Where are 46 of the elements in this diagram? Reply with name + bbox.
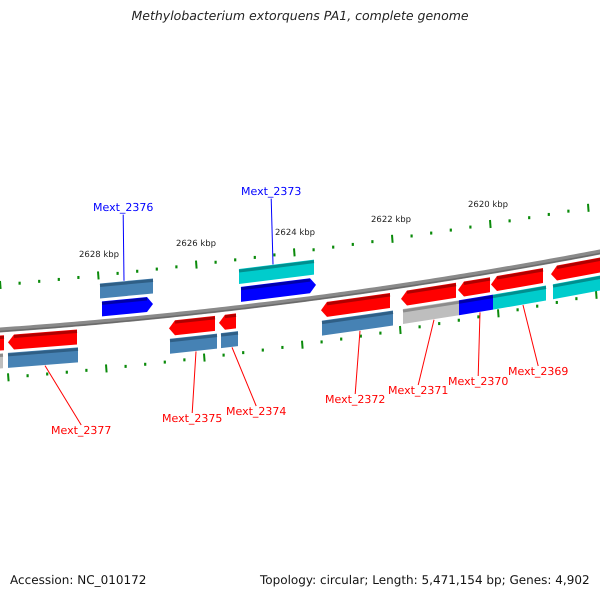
gene-label: Mext_2369 bbox=[508, 366, 568, 379]
gene-label: Mext_2372 bbox=[325, 394, 386, 407]
gene-feature-block bbox=[169, 316, 216, 336]
gene-feature-block bbox=[8, 330, 78, 350]
tick-label: 2626 kbp bbox=[176, 240, 216, 250]
gene-feature-block bbox=[491, 268, 544, 291]
tick-label: 2620 kbp bbox=[468, 201, 508, 211]
gene-feature-block bbox=[552, 273, 600, 300]
gene-feature-block bbox=[170, 334, 218, 354]
gene-label: Mext_2375 bbox=[162, 413, 222, 426]
gene-label: Mext_2377 bbox=[51, 425, 112, 438]
gene-feature-block bbox=[492, 285, 546, 310]
gene-feature-block bbox=[8, 347, 78, 368]
footer-text: Accession: NC_010172 bbox=[10, 574, 146, 588]
tick-label: 2622 kbp bbox=[371, 216, 412, 226]
leader-line bbox=[192, 350, 196, 414]
gene-label: Mext_2370 bbox=[448, 376, 508, 389]
tick-label: 2624 kbp bbox=[275, 229, 316, 239]
tick-label: 2628 kbp bbox=[79, 251, 120, 261]
gene-feature-block bbox=[220, 331, 238, 348]
gene-feature-block bbox=[240, 278, 316, 302]
gene-feature-block bbox=[458, 277, 490, 296]
footer-text: Topology: circular; Length: 5,471,154 bp; Genes: 4,902 bbox=[260, 574, 590, 588]
gene-label: Mext_2371 bbox=[388, 385, 448, 398]
gene-feature-block bbox=[102, 297, 153, 316]
gene-feature-block bbox=[551, 255, 600, 280]
leader-line bbox=[232, 346, 257, 406]
leader-line bbox=[522, 304, 539, 366]
gene-label: Mext_2373 bbox=[241, 186, 302, 199]
gene-feature-block bbox=[0, 353, 4, 370]
leader-line bbox=[122, 214, 124, 282]
gene-label: Mext_2374 bbox=[226, 406, 286, 419]
leader-line bbox=[44, 365, 82, 426]
gene-feature-block bbox=[322, 310, 394, 336]
gene-feature-block bbox=[402, 300, 460, 324]
leader-line bbox=[478, 312, 480, 376]
title: Methylobacterium extorquens PA1, complete genome bbox=[132, 9, 469, 24]
leader-line bbox=[354, 330, 360, 394]
gene-feature-block bbox=[100, 278, 154, 298]
gene-label: Mext_2376 bbox=[93, 202, 154, 215]
leader-line bbox=[270, 198, 274, 265]
gene-feature-block bbox=[458, 294, 494, 316]
gene-feature-block bbox=[238, 260, 314, 284]
gene-feature-block bbox=[219, 313, 236, 330]
gene-feature-block bbox=[321, 293, 390, 317]
gene-feature-block bbox=[0, 335, 4, 351]
